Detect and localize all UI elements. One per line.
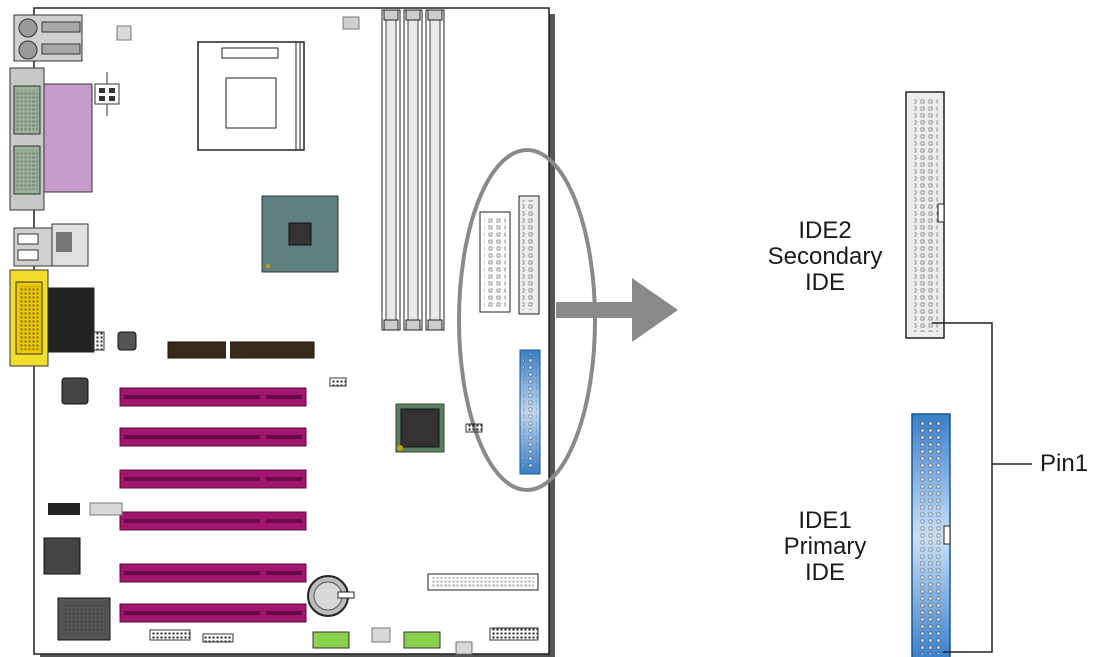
game-audio-port (9, 269, 95, 367)
small-jumper (329, 377, 347, 387)
southbridge-chip (395, 403, 445, 453)
ide-highlight-ellipse (457, 148, 597, 492)
parallel-com-ports (9, 67, 93, 211)
ps2-ports (13, 14, 83, 62)
ide2-ide: IDE (804, 269, 845, 296)
small-header (116, 25, 132, 41)
ide1-ide: IDE (804, 559, 845, 586)
fan-header-bottom-2 (455, 641, 473, 655)
pointer-arrow (556, 278, 678, 342)
pci-slots (119, 387, 307, 623)
ide2-name: IDE2 (798, 217, 852, 244)
ide2-label: IDE2 Secondary IDE (750, 218, 900, 296)
fan-headers-left (48, 502, 123, 516)
pin1-leader (932, 322, 1032, 653)
front-panel-headers (149, 627, 539, 643)
ide1-label: IDE1 Primary IDE (760, 508, 890, 586)
ide1-type: Primary (783, 533, 867, 560)
northbridge-chip (261, 195, 339, 273)
io-chip (117, 331, 137, 351)
fan-header (342, 16, 360, 30)
green-headers (312, 631, 441, 649)
board-ide1-connector (519, 349, 541, 475)
cmos-battery (307, 575, 355, 617)
board-ide2-connector (518, 195, 540, 315)
dimm-slots (381, 9, 445, 331)
cpu-socket (197, 41, 305, 151)
ide2-type: Secondary (767, 243, 883, 270)
ide2-connector (905, 91, 945, 339)
agp-slot (167, 340, 315, 360)
fan-header-bottom (371, 627, 391, 643)
atx12v-connector (94, 72, 120, 116)
small-jumper-2 (465, 423, 483, 433)
audio-chip (61, 377, 89, 405)
ide1-name: IDE1 (798, 507, 852, 534)
usb-ports (13, 223, 89, 267)
atx-power-connector (479, 211, 511, 313)
pin1-label: Pin1 (1040, 450, 1089, 477)
ide1-connector (911, 413, 951, 657)
bios-chip (43, 537, 81, 575)
floppy-connector (427, 573, 539, 591)
jumper-header (91, 331, 105, 351)
